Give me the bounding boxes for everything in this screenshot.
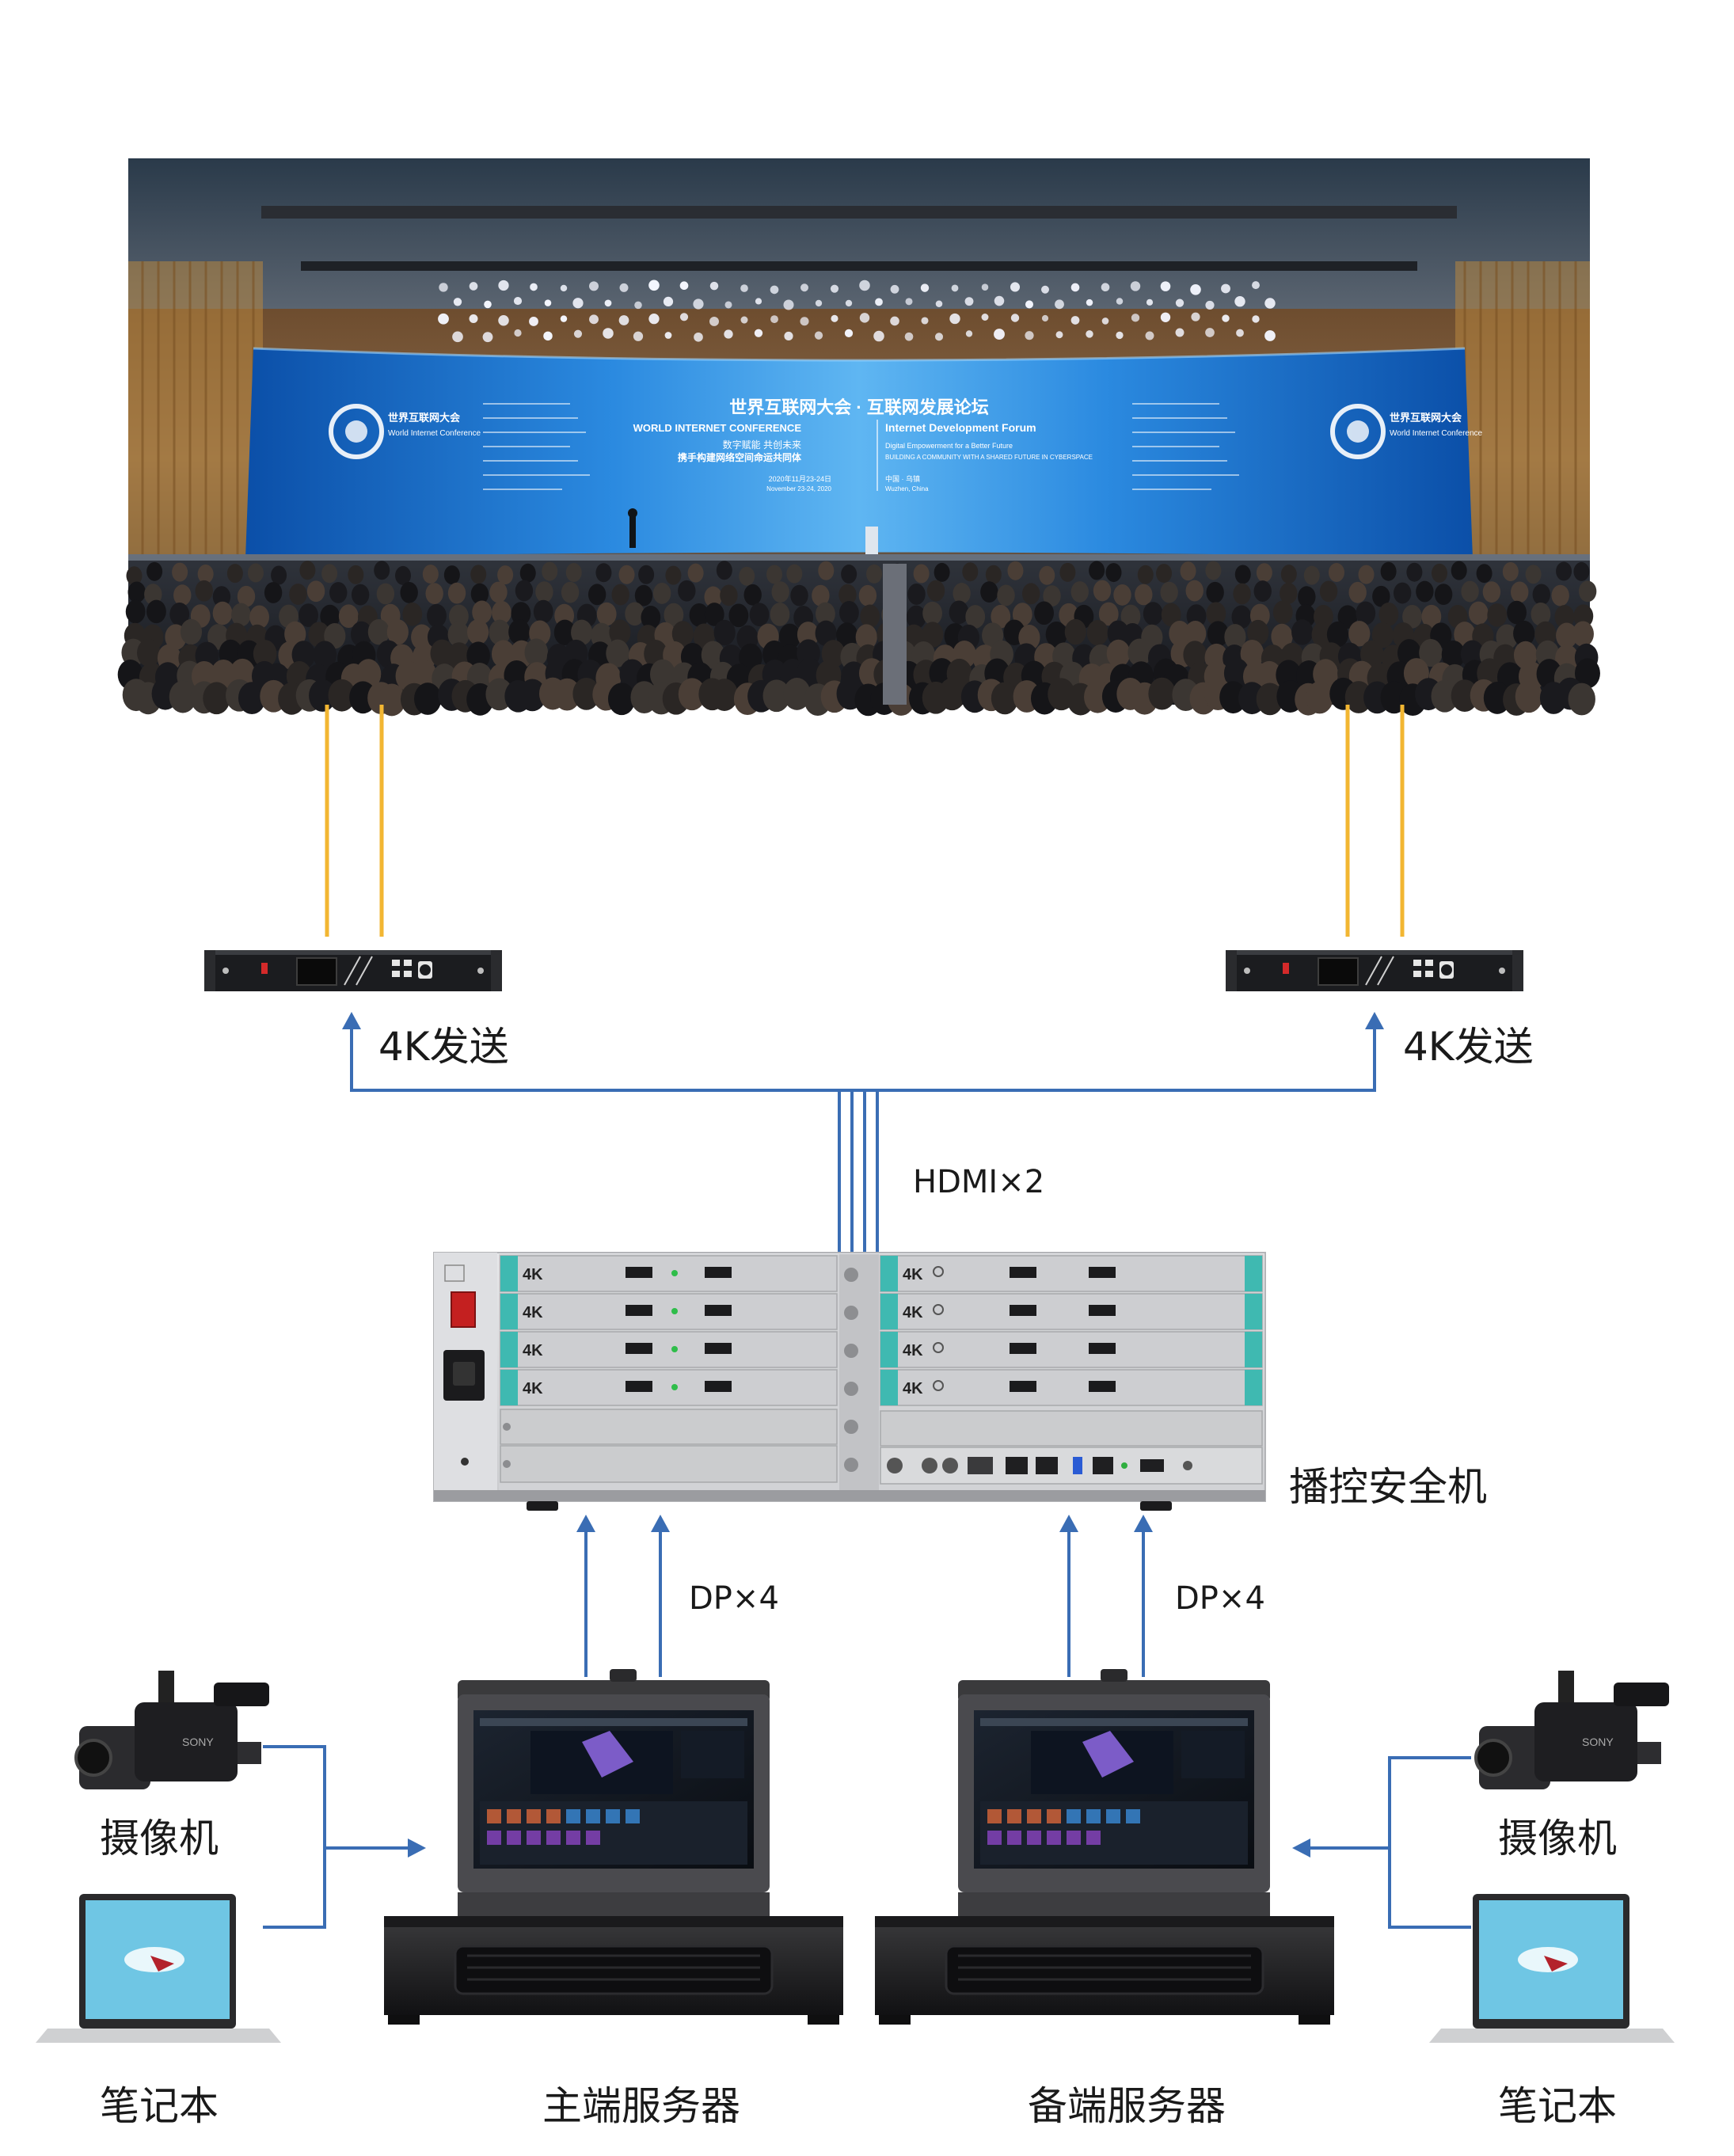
dp-right-label: DP×4 — [1175, 1580, 1265, 1617]
card-label-right: 4K — [903, 1304, 923, 1321]
screen-logo-en-left: World Internet Conference — [388, 429, 481, 438]
card-label-right: 4K — [903, 1342, 923, 1359]
laptop-right — [1429, 1894, 1675, 2043]
arrow-left-backup-server — [1292, 1838, 1310, 1858]
laptop-left — [36, 1894, 281, 2043]
arrow-right-main-server — [408, 1838, 426, 1858]
dp-left-label: DP×4 — [689, 1580, 779, 1617]
screen-slogan-cn: 数字赋能 共创未来 — [723, 439, 801, 451]
screen-slogan-en2: BUILDING A COMMUNITY WITH A SHARED FUTUR… — [885, 454, 1093, 461]
input-links-right — [1306, 1756, 1471, 1929]
screen-logo-cn-left: 世界互联网大会 — [388, 412, 461, 424]
sender-left-label: 4K发送 — [378, 1024, 509, 1070]
card-label-right: 4K — [903, 1380, 923, 1397]
dp-arrowheads — [576, 1515, 1153, 1532]
controller-chassis: 4K 4K 4K 4K 4K 4K 4K 4K — [433, 1252, 1266, 1511]
hdmi-label: HDMI×2 — [913, 1164, 1045, 1200]
card-label-left: 4K — [523, 1304, 543, 1321]
input-links-left — [263, 1745, 412, 1929]
dp-links — [584, 1528, 1145, 1677]
conference-hall-photo: 世界互联网大会 World Internet Conference 世界互联网大… — [117, 158, 1600, 717]
sender-device-left — [204, 950, 502, 991]
sender-device-right — [1226, 950, 1523, 991]
screen-logo-cn-right: 世界互联网大会 — [1390, 412, 1462, 424]
arrow-up-left-sender — [342, 1012, 361, 1029]
card-label-left: 4K — [523, 1266, 543, 1283]
screen-date-en: November 23-24, 2020 — [766, 485, 831, 492]
card-label-left: 4K — [523, 1380, 543, 1397]
screen-place-en: Wuzhen, China — [885, 485, 929, 492]
laptop-left-label: 笔记本 — [100, 2083, 219, 2129]
sender-right-label: 4K发送 — [1403, 1024, 1534, 1070]
svg-text:SONY: SONY — [182, 1736, 214, 1748]
controller-label: 播控安全机 — [1289, 1464, 1487, 1510]
card-label-left: 4K — [523, 1342, 543, 1359]
backup-server — [875, 1669, 1334, 2025]
screen-date-cn: 2020年11月23-24日 — [769, 474, 831, 483]
arrow-up-right-sender — [1365, 1012, 1384, 1029]
main-server-label: 主端服务器 — [542, 2083, 740, 2129]
main-server — [384, 1669, 843, 2025]
hdmi-links — [350, 1021, 1376, 1255]
screen-place-cn: 中国 · 乌镇 — [885, 474, 920, 483]
screen-slogan-cn2: 携手构建网络空间命运共同体 — [678, 451, 802, 463]
camera-right: SONY — [1474, 1671, 1669, 1789]
screen-slogan-en: Digital Empowerment for a Better Future — [885, 442, 1013, 450]
backup-server-label: 备端服务器 — [1028, 2083, 1226, 2129]
svg-text:SONY: SONY — [1582, 1736, 1614, 1748]
screen-title-cn: 世界互联网大会 · 互联网发展论坛 — [729, 397, 989, 417]
camera-left: SONY — [74, 1671, 269, 1789]
screen-title-en-right: Internet Development Forum — [885, 421, 1036, 434]
camera-left-label: 摄像机 — [100, 1816, 219, 1861]
fiber-links — [325, 705, 1405, 937]
card-label-right: 4K — [903, 1266, 923, 1283]
camera-right-label: 摄像机 — [1498, 1816, 1617, 1861]
laptop-right-label: 笔记本 — [1498, 2083, 1617, 2129]
screen-logo-en-right: World Internet Conference — [1390, 429, 1483, 438]
screen-title-en-left: WORLD INTERNET CONFERENCE — [633, 422, 802, 434]
